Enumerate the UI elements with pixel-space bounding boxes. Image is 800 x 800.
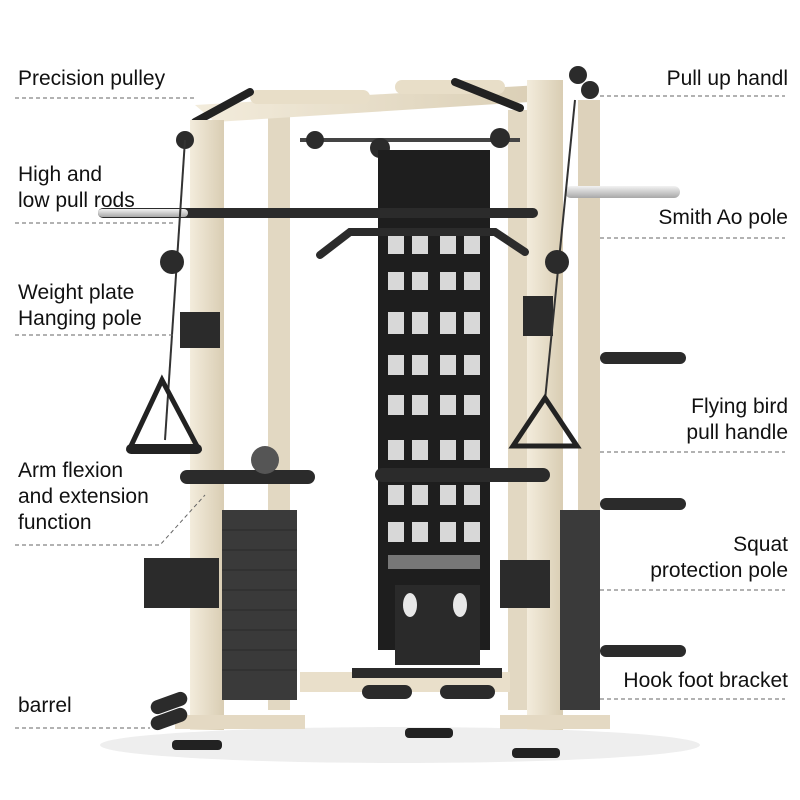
hook-bracket [523, 296, 553, 336]
barrel-storage [150, 707, 188, 731]
weight-stack-left [222, 510, 297, 700]
foot-pad [405, 728, 453, 738]
pulley-wheel [569, 66, 587, 84]
label-squat-protection-line2: protection pole [650, 559, 788, 582]
cable [544, 99, 576, 401]
tricep-handle-left [126, 374, 203, 451]
barrel-storage [150, 691, 188, 715]
hook-bracket [180, 312, 220, 348]
label-barrel: barrel [18, 694, 72, 717]
flying-bird-handle [508, 393, 582, 449]
label-squat-protection-line1: Squat [733, 533, 788, 556]
label-pull-up-handle: Pull up handl [666, 67, 788, 90]
foot-pad [172, 740, 222, 750]
foot-hook [453, 593, 467, 617]
safety-bracket [144, 558, 219, 608]
label-arm-flexion-line1: Arm flexion [18, 459, 124, 482]
pulley-wheel [545, 250, 569, 274]
safety-bracket [500, 560, 550, 608]
pulley-wheel [160, 250, 184, 274]
squat-protection-pole [600, 352, 686, 364]
dip-bar [375, 468, 550, 482]
pulley-wheel [581, 81, 599, 99]
lat-bar [316, 228, 529, 259]
label-high-low-pull-rods-line1: High and [18, 163, 103, 186]
pullup-grip-left [191, 88, 254, 126]
foot-rest-bar [352, 668, 502, 678]
front-left-upright [190, 120, 224, 730]
top-handle-left [250, 90, 370, 104]
label-arm-flexion-line3: function [18, 511, 92, 534]
rear-right-upright [508, 110, 530, 710]
weight-stack-right [560, 510, 600, 710]
arm-curl-bar [180, 470, 315, 484]
label-high-low-pull-rods-line2: low pull rods [18, 189, 135, 212]
label-weight-plate-line2: Hanging pole [18, 307, 142, 330]
label-weight-plate-line1: Weight plate [18, 281, 135, 304]
base-right [500, 715, 610, 729]
squat-protection-pole [600, 645, 686, 657]
front-right-upright [527, 80, 563, 730]
label-arm-flexion-line2: and extension [18, 485, 149, 508]
foot-roller [362, 685, 412, 699]
smith-bar [98, 208, 538, 218]
top-crossbar [195, 85, 560, 122]
weight-plate-holder [251, 446, 279, 474]
label-flying-bird-line1: Flying bird [691, 395, 788, 418]
pullup-grip-right [451, 78, 524, 112]
label-smith-pole: Smith Ao pole [658, 206, 788, 229]
exercise-chart-grid [388, 236, 480, 569]
foot-hook [403, 593, 417, 617]
leader-line [15, 494, 206, 546]
base-left [175, 715, 305, 729]
label-precision-pulley: Precision pulley [18, 67, 166, 90]
label-flying-bird-line2: pull handle [686, 421, 788, 444]
smith-bar-sleeve-left [98, 209, 188, 217]
squat-protection-pole [600, 498, 686, 510]
smith-bar-sleeve-right [565, 186, 680, 198]
tricep-grip-left [126, 444, 202, 454]
pulley-wheel [306, 131, 324, 149]
foot-pad [512, 748, 560, 758]
label-hook-foot-bracket: Hook foot bracket [623, 669, 788, 692]
foot-roller [440, 685, 495, 699]
pulley-wheel [490, 128, 510, 148]
